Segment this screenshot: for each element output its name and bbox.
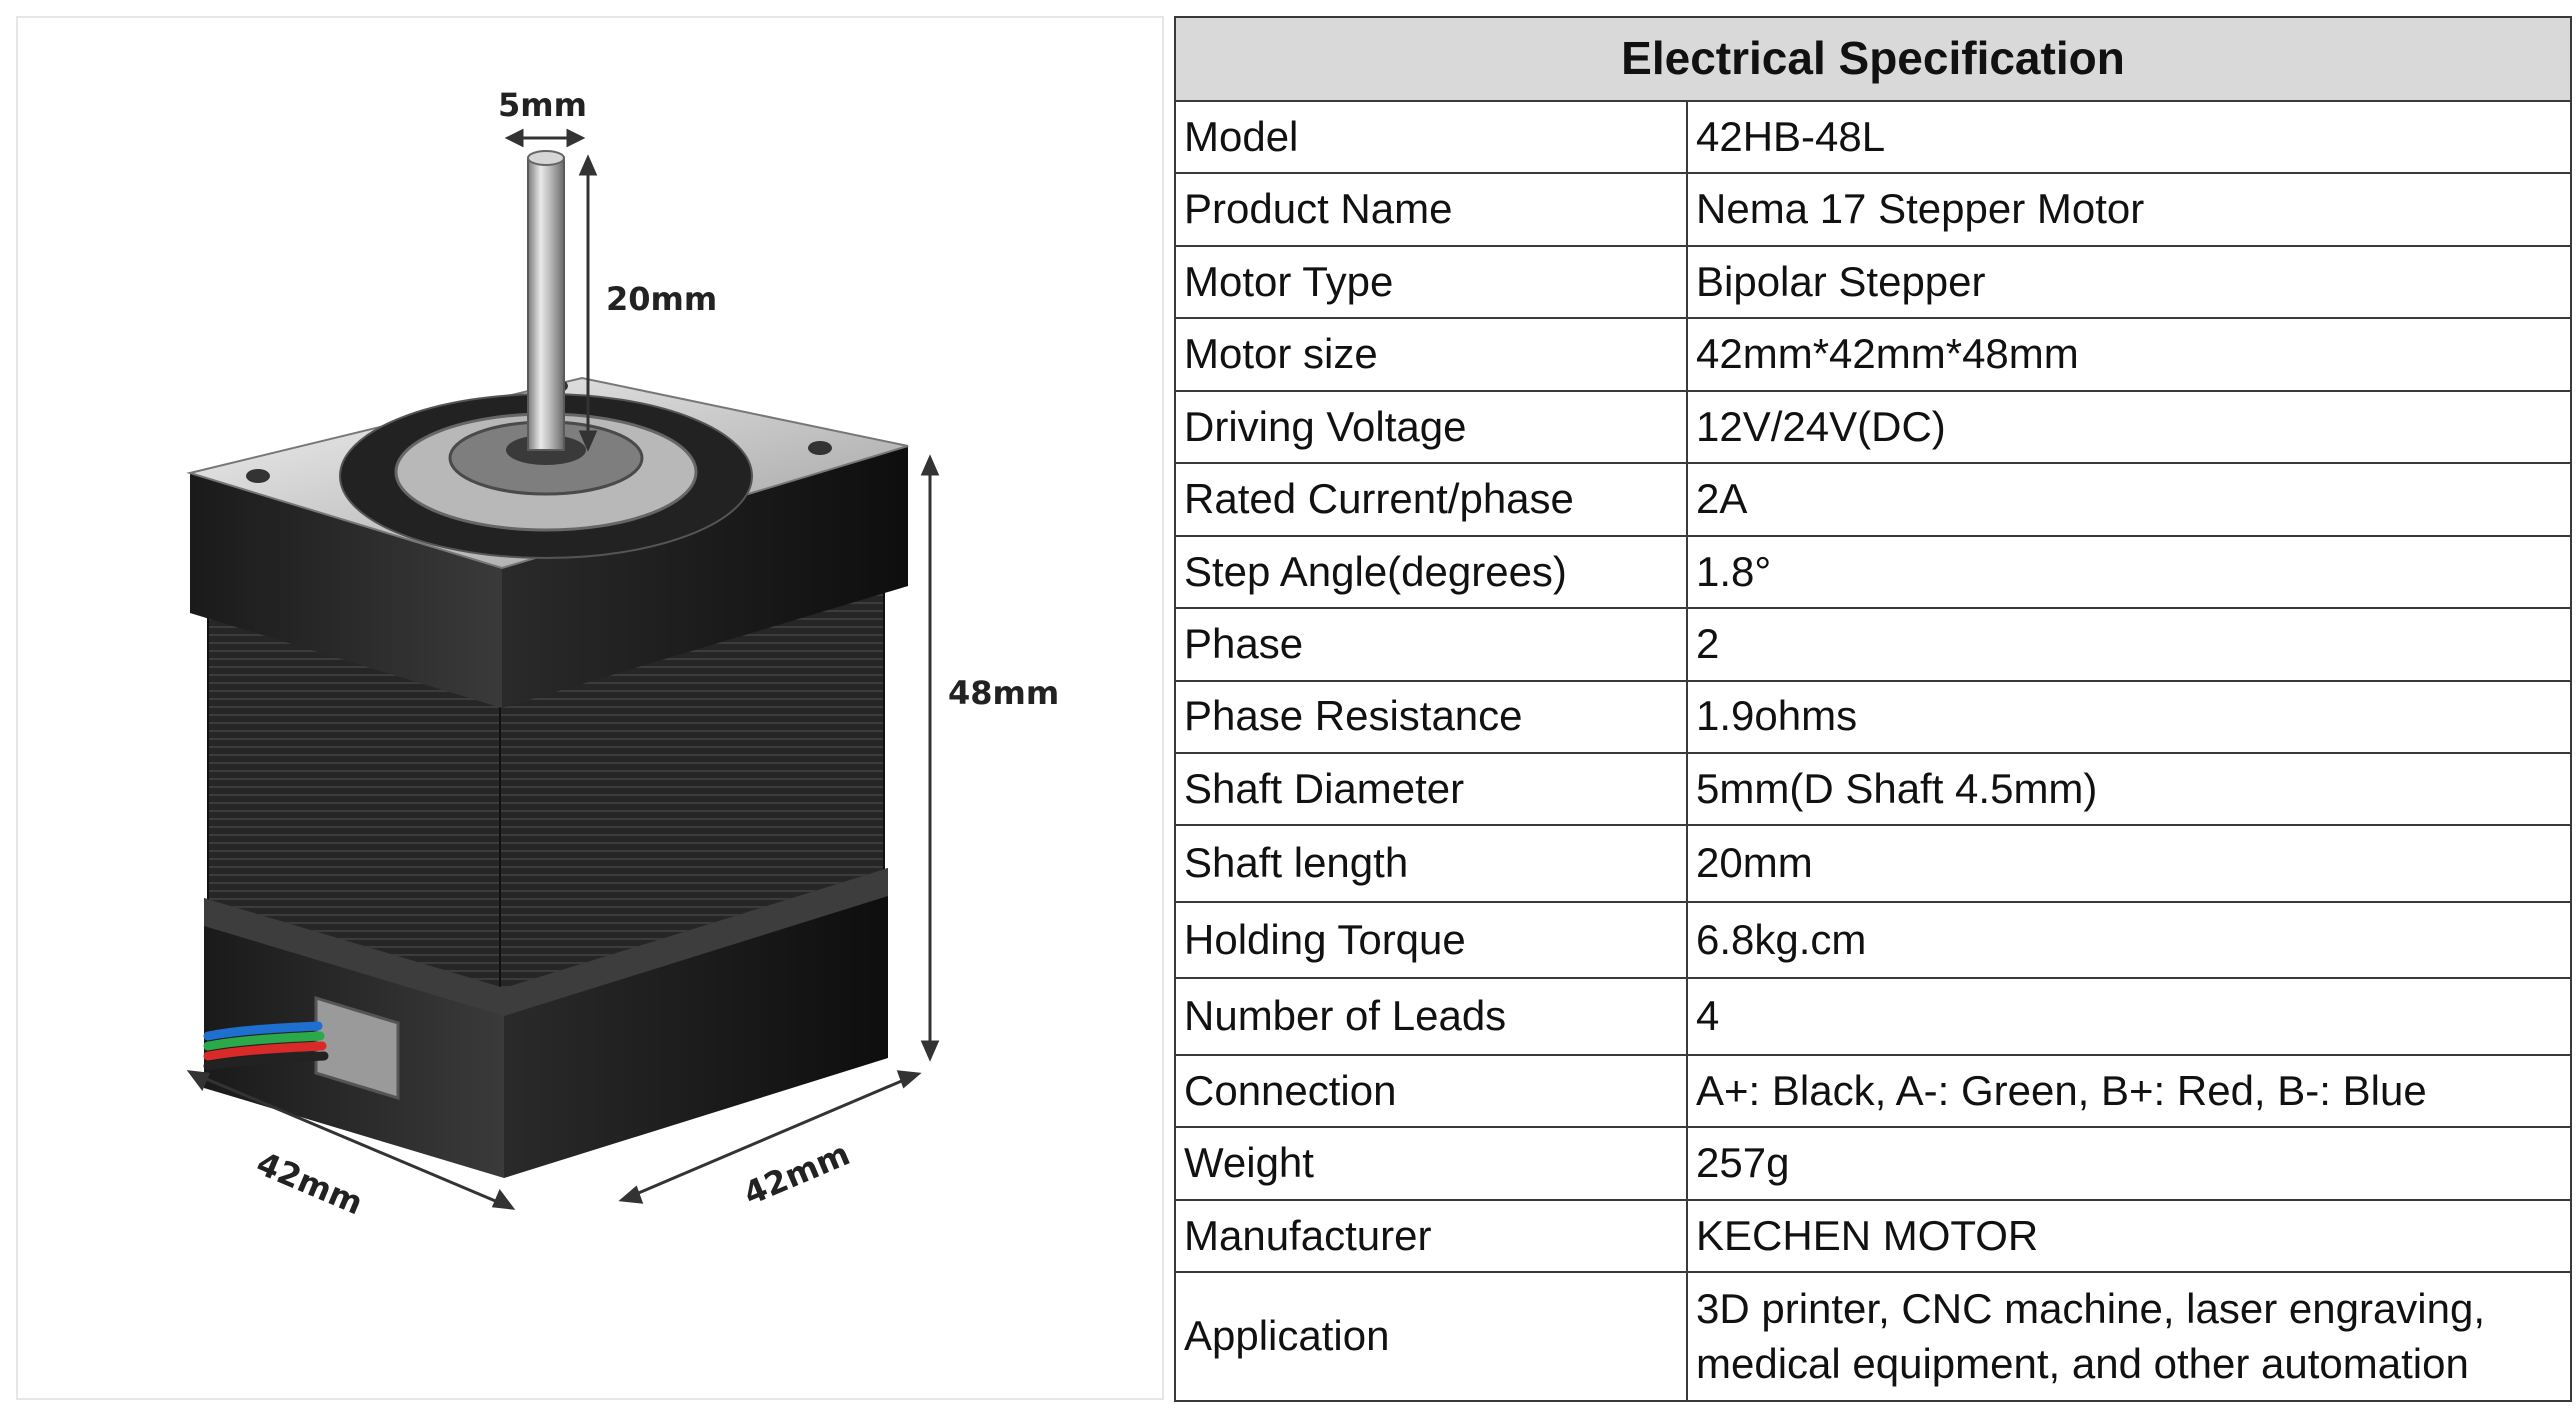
spec-value: 42HB-48L — [1686, 99, 2572, 175]
spec-value: 2A — [1686, 462, 2572, 537]
wires — [203, 1021, 329, 1071]
spec-label: Driving Voltage — [1174, 389, 1688, 465]
spec-table-title: Electrical Specification — [1174, 16, 2572, 102]
spec-label: Holding Torque — [1174, 900, 1688, 980]
spec-label: Connection — [1174, 1053, 1688, 1129]
spec-value: 42mm*42mm*48mm — [1686, 317, 2572, 392]
spec-label: Weight — [1174, 1126, 1688, 1201]
motor-figure: 5mm 20mm 48mm 42mm 42mm — [16, 16, 1164, 1400]
dimension-arrows — [186, 128, 940, 1210]
mount-hole-icon — [246, 469, 270, 483]
mount-hole-icon — [808, 441, 832, 455]
spec-label: Step Angle(degrees) — [1174, 534, 1688, 610]
spec-value: 12V/24V(DC) — [1686, 389, 2572, 465]
spec-value: 4 — [1686, 977, 2572, 1056]
spec-label: Rated Current/phase — [1174, 462, 1688, 537]
table-row: Step Angle(degrees)1.8° — [1174, 534, 2572, 610]
shaft-length-label: 20mm — [606, 280, 718, 318]
top-cap-right — [502, 446, 908, 708]
spec-value: 6.8kg.cm — [1686, 900, 2572, 980]
spec-value-line: medical equipment, and other automation — [1696, 1339, 2469, 1387]
spec-value-line: 3D printer, CNC machine, laser engraving… — [1696, 1284, 2486, 1332]
spec-value: Bipolar Stepper — [1686, 244, 2572, 320]
shaft-tip — [527, 150, 565, 166]
spec-value: 3D printer, CNC machine, laser engraving… — [1686, 1271, 2572, 1402]
spec-label: Motor size — [1174, 317, 1688, 392]
spec-label: Application — [1174, 1271, 1688, 1402]
spec-label: Motor Type — [1174, 244, 1688, 320]
motor-shaft — [527, 157, 565, 451]
spec-label: Phase Resistance — [1174, 679, 1688, 754]
top-cap-left — [190, 473, 502, 708]
spec-value: 5mm(D Shaft 4.5mm) — [1686, 751, 2572, 827]
spec-value: Nema 17 Stepper Motor — [1686, 172, 2572, 247]
bottom-cap-edge — [204, 868, 888, 1016]
spec-label: Manufacturer — [1174, 1198, 1688, 1274]
spec-label: Number of Leads — [1174, 977, 1688, 1056]
spec-label: Shaft length — [1174, 824, 1688, 903]
spec-value: KECHEN MOTOR — [1686, 1198, 2572, 1274]
stepper-motor-illustration — [186, 128, 940, 1210]
spec-value: A+: Black, A-: Green, B+: Red, B-: Blue — [1686, 1053, 2572, 1129]
spec-label: Shaft Diameter — [1174, 751, 1688, 827]
bottom-cap-right — [504, 868, 888, 1178]
shaft-diameter-label: 5mm — [498, 86, 587, 124]
spec-value: 257g — [1686, 1126, 2572, 1201]
height-label: 48mm — [948, 674, 1060, 712]
spec-value: 2 — [1686, 607, 2572, 682]
spec-value: 1.9ohms — [1686, 679, 2572, 754]
spec-value: 20mm — [1686, 824, 2572, 903]
spec-value: 1.8° — [1686, 534, 2572, 610]
spec-label: Product Name — [1174, 172, 1688, 247]
spec-label: Phase — [1174, 607, 1688, 682]
spec-label: Model — [1174, 99, 1688, 175]
